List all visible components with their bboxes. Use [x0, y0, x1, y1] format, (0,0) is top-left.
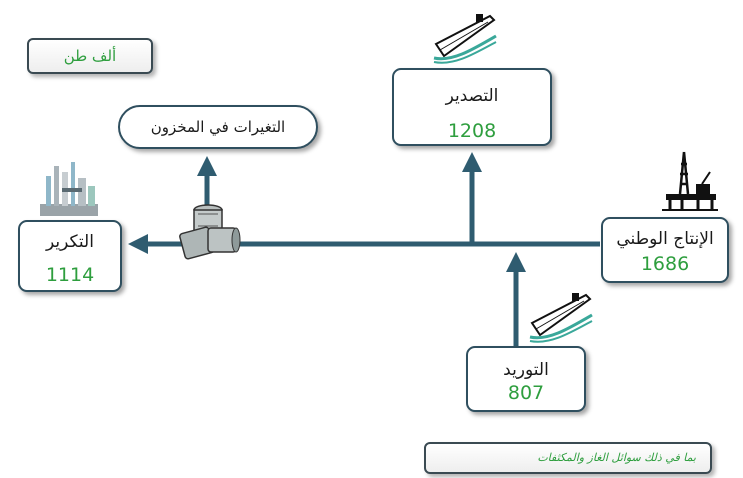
- note-box: بما في ذلك سوائل الغاز والمكثفات: [424, 442, 712, 474]
- national-production-node: الإنتاج الوطني 1686: [601, 217, 729, 283]
- tanker-ship-icon: [529, 293, 593, 343]
- unit-label: ألف طن: [63, 47, 117, 65]
- production-label: الإنتاج الوطني: [616, 229, 714, 249]
- refinery-icon: [40, 162, 98, 216]
- inventory-label: التغيرات في المخزون: [150, 118, 286, 136]
- import-node: التوريد 807: [466, 346, 586, 412]
- note-text: بما في ذلك سوائل الغاز والمكثفات: [537, 451, 696, 464]
- tanker-ship-icon: [433, 14, 497, 64]
- refining-node: التكرير 1114: [18, 220, 122, 292]
- export-node: التصدير 1208: [392, 68, 552, 146]
- unit-label-box: ألف طن: [27, 38, 153, 74]
- oil-rig-icon: [662, 151, 718, 211]
- export-value: 1208: [447, 120, 497, 142]
- import-label: التوريد: [503, 360, 549, 380]
- import-value: 807: [507, 382, 545, 404]
- inventory-changes-node: التغيرات في المخزون: [118, 105, 318, 149]
- refining-value: 1114: [45, 264, 95, 286]
- export-label: التصدير: [445, 86, 499, 106]
- refining-label: التكرير: [46, 232, 94, 252]
- production-value: 1686: [640, 253, 690, 275]
- oil-barrels-icon: [179, 204, 241, 260]
